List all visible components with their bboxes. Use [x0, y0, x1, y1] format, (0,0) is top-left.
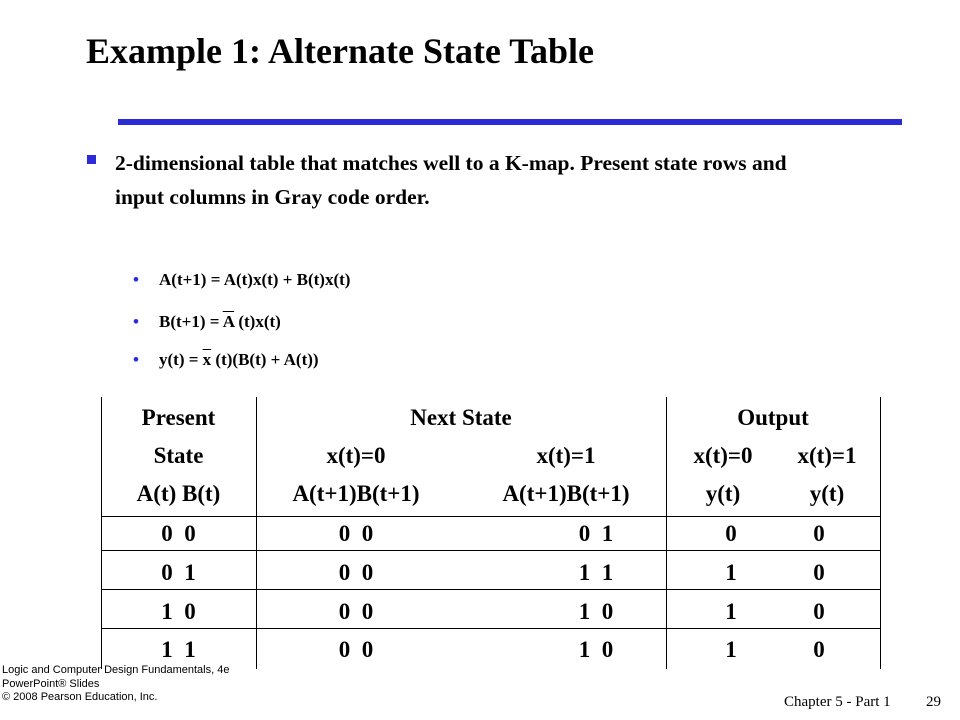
- table-row-1-y1: 0: [813, 560, 825, 585]
- table-row-3-present: 1 1: [161, 637, 196, 662]
- header-next-state: Next State: [410, 405, 512, 430]
- header-ab: A(t) B(t): [136, 481, 221, 506]
- footer-credits: Logic and Computer Design Fundamentals, …: [2, 664, 229, 705]
- equation-y: • y(t) = x (t)(B(t) + A(t)): [133, 350, 319, 370]
- table-row-0-present: 0 0: [161, 521, 196, 546]
- header-present: Present: [141, 405, 216, 430]
- table-border-right: [880, 397, 881, 669]
- table-row-2-present: 1 0: [161, 599, 196, 624]
- table-row-1-present: 0 1: [161, 560, 196, 585]
- equation-a: • A(t+1) = A(t)x(t) + B(t)x(t): [133, 270, 350, 290]
- table-row-3-y1: 0: [813, 637, 825, 662]
- header-next-ab1: A(t+1)B(t+1): [502, 481, 630, 506]
- table-row-1-y0: 1: [725, 560, 737, 585]
- row-rule-3: [101, 628, 881, 629]
- table-row-0-next1: 0 1: [578, 521, 614, 546]
- table-row-3-next1: 1 0: [578, 637, 614, 662]
- main-bullet: 2-dimensional table that matches well to…: [87, 146, 827, 214]
- footer-slides: PowerPoint® Slides: [2, 677, 100, 690]
- table-row-3-y0: 1: [725, 637, 737, 662]
- equation-y-text: y(t) = x (t)(B(t) + A(t)): [159, 350, 319, 369]
- table-divider-2: [666, 397, 667, 669]
- main-bullet-text: 2-dimensional table that matches well to…: [115, 151, 787, 209]
- table-divider-1: [256, 397, 257, 669]
- table-row-2-y0: 1: [725, 599, 737, 624]
- table-row-1-next1: 1 1: [578, 560, 614, 585]
- footer-book-title: Logic and Computer Design Fundamentals, …: [2, 664, 230, 676]
- footer-chapter: Chapter 5 - Part 1: [784, 694, 891, 710]
- dot-bullet-icon: •: [133, 350, 139, 369]
- header-out-y0: y(t): [705, 481, 741, 506]
- header-rule: [101, 516, 881, 517]
- equation-b-text: B(t+1) = A (t)x(t): [159, 312, 281, 331]
- page-number: 29: [926, 694, 941, 710]
- footer-copyright: © 2008 Pearson Education, Inc.: [2, 691, 158, 703]
- square-bullet-icon: [87, 155, 96, 164]
- row-rule-1: [101, 550, 881, 551]
- row-rule-2: [101, 589, 881, 590]
- table-row-0-y0: 0: [725, 521, 737, 546]
- table-row-0-y1: 0: [813, 521, 825, 546]
- table-row-2-y1: 0: [813, 599, 825, 624]
- state-table: Present State A(t) B(t) Next State x(t)=…: [101, 397, 881, 669]
- title-divider: [118, 119, 902, 125]
- table-row-1-next0: 0 0: [338, 560, 374, 585]
- table-border-left: [101, 397, 102, 669]
- slide-title: Example 1: Alternate State Table: [86, 31, 594, 71]
- table-row-2-next1: 1 0: [578, 599, 614, 624]
- equation-a-text: A(t+1) = A(t)x(t) + B(t)x(t): [159, 270, 351, 289]
- header-next-x1: x(t)=1: [536, 443, 596, 468]
- header-out-x0: x(t)=0: [693, 443, 753, 468]
- header-next-x0: x(t)=0: [326, 443, 386, 468]
- header-out-x1: x(t)=1: [797, 443, 857, 468]
- header-state: State: [153, 443, 204, 468]
- dot-bullet-icon: •: [133, 312, 139, 331]
- dot-bullet-icon: •: [133, 270, 139, 289]
- table-row-2-next0: 0 0: [338, 599, 374, 624]
- header-out-y1: y(t): [809, 481, 845, 506]
- header-output: Output: [737, 405, 809, 430]
- table-row-3-next0: 0 0: [338, 637, 374, 662]
- header-next-ab0: A(t+1)B(t+1): [292, 481, 420, 506]
- equation-b: • B(t+1) = A (t)x(t): [133, 312, 281, 332]
- overline-x: x: [202, 350, 212, 369]
- overline-a: A: [222, 312, 235, 331]
- table-row-0-next0: 0 0: [338, 521, 374, 546]
